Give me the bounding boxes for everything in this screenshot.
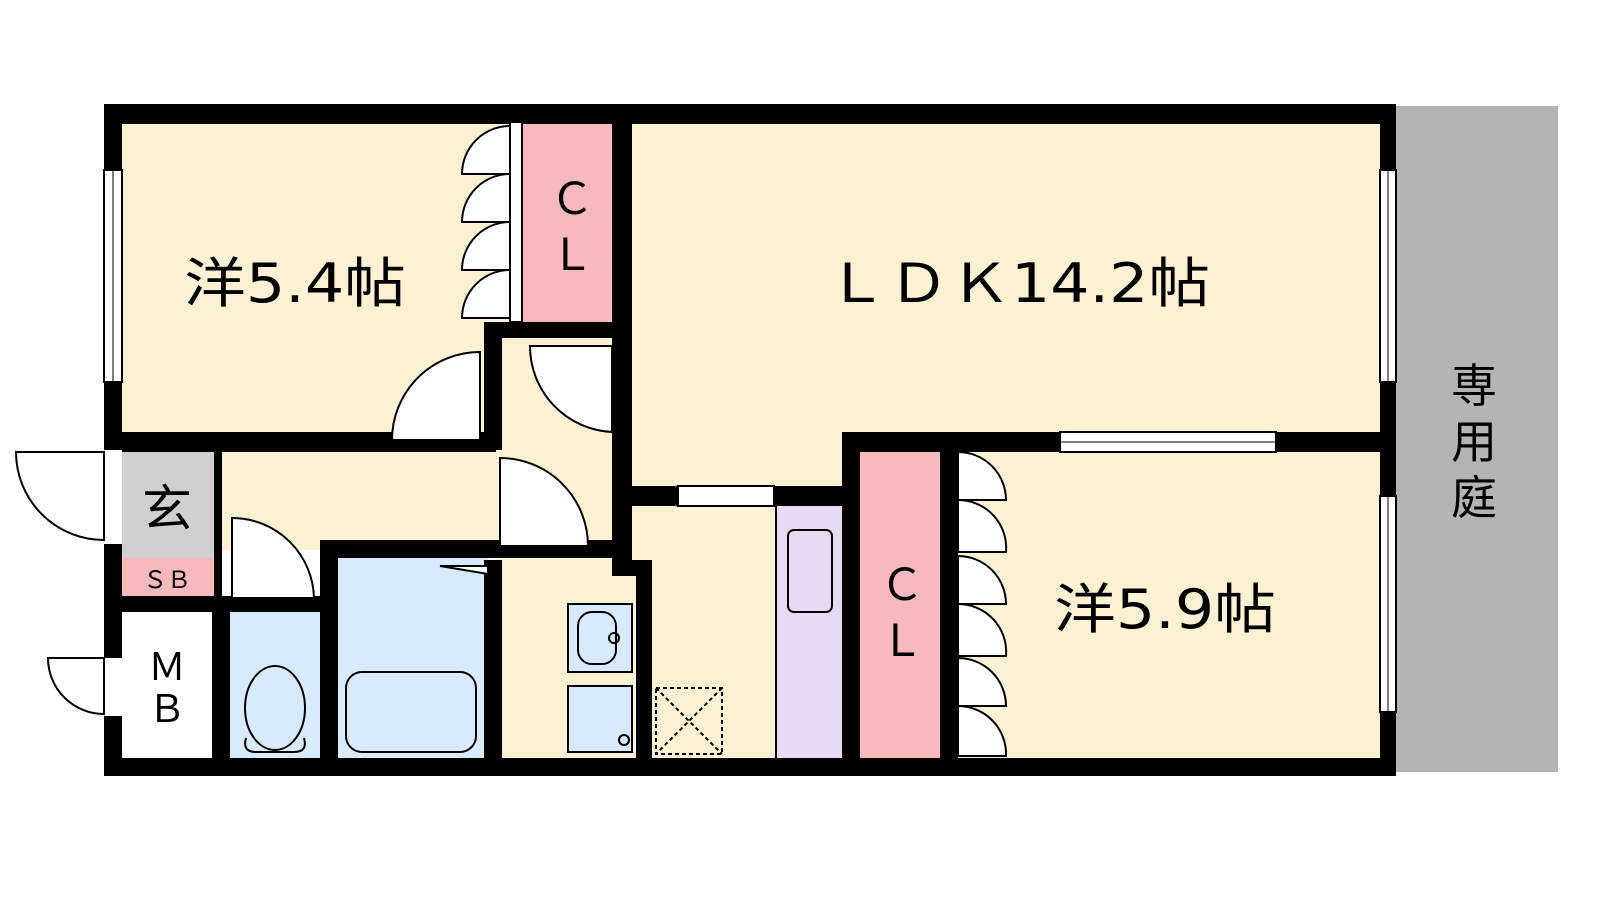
washing-machine-pan <box>567 685 633 753</box>
meter-box-label-m: Ｍ <box>148 645 186 689</box>
garden-label-1: 専 <box>1451 359 1497 413</box>
toilet-bowl <box>244 665 306 751</box>
garden-label-2: 用 <box>1451 415 1497 469</box>
shoe-box-label: ＳＢ <box>143 566 191 594</box>
western-room-1-label: 洋5.4帖 <box>184 252 406 315</box>
bathtub <box>345 671 477 753</box>
western-room-2-label: 洋5.9帖 <box>1054 578 1276 641</box>
kitchen-sink <box>787 529 833 613</box>
closet-1-label-l: Ｌ <box>550 230 594 281</box>
bathroom-fill <box>338 556 488 760</box>
fixtures <box>244 529 833 755</box>
closet-2-label-l: Ｌ <box>880 616 924 667</box>
garden-label-3: 庭 <box>1451 471 1497 525</box>
ldk-floor <box>630 122 1382 442</box>
fridge-space <box>655 687 723 755</box>
ldk-label: ＬＤＫ14.2帖 <box>826 252 1210 315</box>
private-garden-area <box>1396 106 1558 772</box>
closet-1-fill <box>522 122 618 322</box>
labels: 洋5.4帖 ＬＤＫ14.2帖 洋5.9帖 Ｃ Ｌ Ｃ Ｌ 玄 ＳＢ Ｍ Ｂ 専 … <box>142 174 1497 731</box>
meter-box-label-b: Ｂ <box>148 687 186 731</box>
closet-2-fill <box>860 450 942 760</box>
closet-2-label-c: Ｃ <box>880 560 924 611</box>
doors <box>14 124 1008 757</box>
toilet-room-fill <box>230 612 320 760</box>
entrance-fill <box>120 450 214 558</box>
windows <box>103 121 1397 716</box>
shoe-box-fill <box>120 558 214 596</box>
entrance-label: 玄 <box>142 480 192 538</box>
meter-box-fill <box>120 612 214 760</box>
kitchen-counter <box>775 503 845 761</box>
closet-1-label-c: Ｃ <box>550 174 594 225</box>
